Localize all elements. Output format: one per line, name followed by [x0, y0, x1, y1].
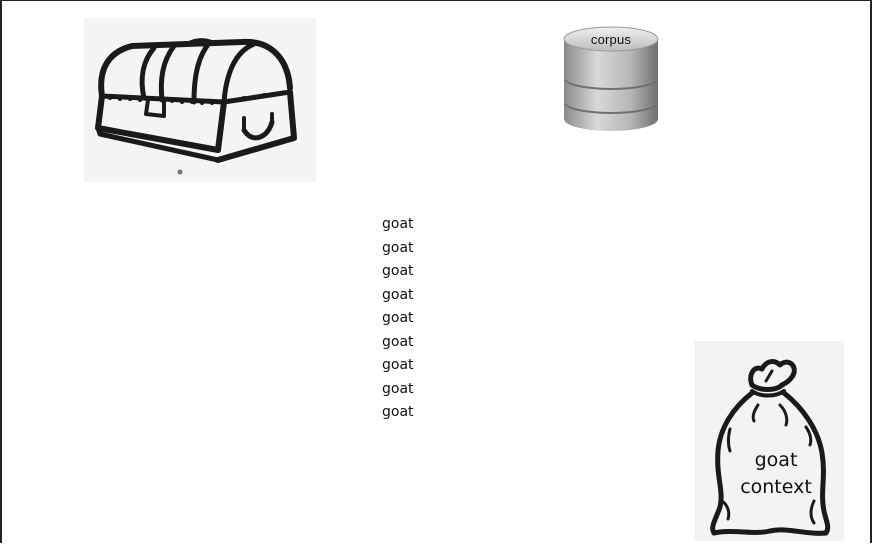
word-item: goat [382, 354, 462, 378]
word-item: goat [382, 378, 462, 402]
word-item: goat [382, 260, 462, 284]
word-item: goat [382, 307, 462, 331]
database-icon: corpus [560, 23, 662, 137]
sack-label-line-1: goat [712, 447, 840, 474]
word-item: goat [382, 213, 462, 237]
treasure-chest-icon [84, 18, 316, 182]
sack-label: goat context [712, 447, 840, 501]
word-item: goat [382, 401, 462, 425]
word-item: goat [382, 331, 462, 355]
sack-icon [694, 341, 844, 541]
word-item: goat [382, 284, 462, 308]
word-item: goat [382, 237, 462, 261]
database-label: corpus [560, 32, 662, 47]
word-list: goat goat goat goat goat goat goat goat … [382, 213, 462, 425]
sack-label-line-2: context [712, 474, 840, 501]
